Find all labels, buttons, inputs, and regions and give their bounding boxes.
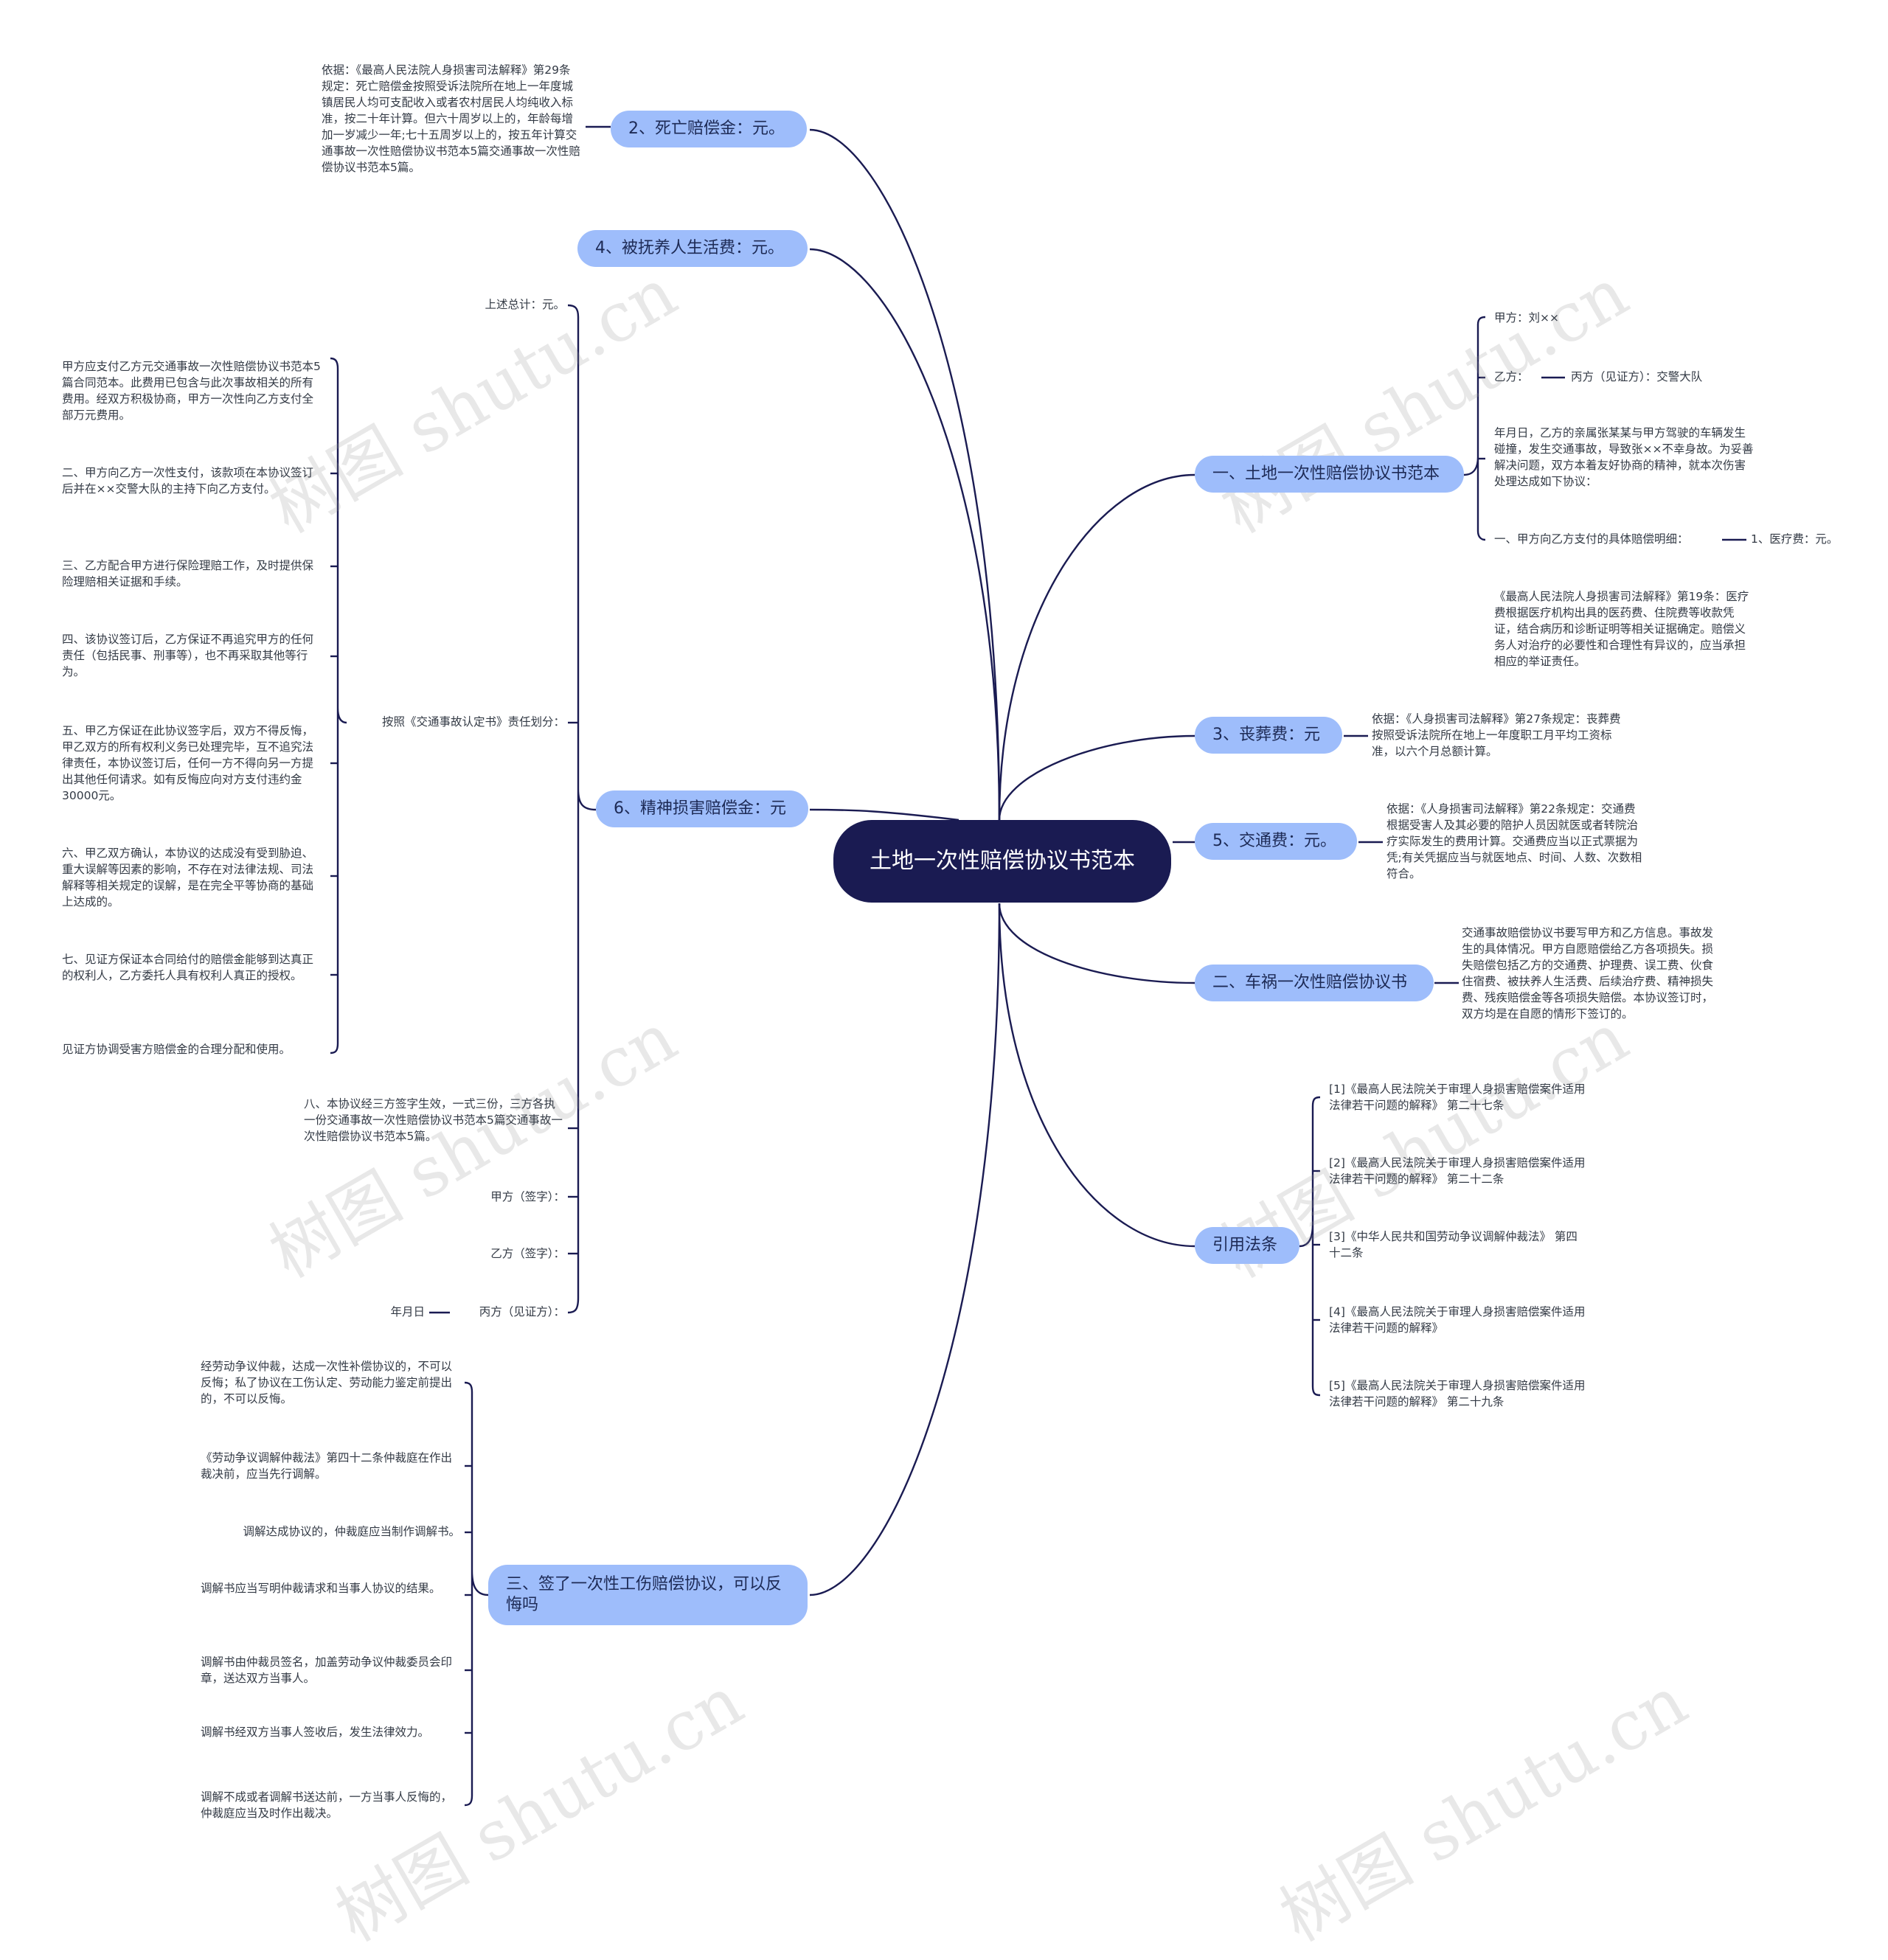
party-a-signature: 甲方（签字）：: [490, 1190, 565, 1203]
branch-work-injury-regret[interactable]: 三、签了一次性工伤赔偿协议，可以反悔吗: [488, 1565, 808, 1625]
work-injury-item: 调解书由仲裁员签名，加盖劳动争议仲裁委员会印章，送达双方当事人。: [201, 1655, 453, 1685]
link-root-byi: [998, 473, 1195, 821]
transport-note: 依据：《人身损害司法解释》第22条规定：交通费根据受害人及其必要的陪护人员因就医…: [1386, 802, 1642, 880]
root-node[interactable]: 土地一次性赔偿协议书范本: [833, 820, 1171, 903]
article-eight: 八、本协议经三方签字生效，一式三份，三方各执一份交通事故一次性赔偿协议书范本5篇…: [304, 1097, 563, 1143]
link-b6-bracket: [567, 304, 597, 1314]
total-line: 上述总计：元。: [485, 298, 565, 311]
resp-item: 五、甲乙方保证在此协议签字后，双方不得反悔，甲乙双方的所有权利义务已处理完毕，互…: [62, 724, 314, 802]
branch-dependent-living[interactable]: 4、被抚养人生活费：元。: [577, 230, 808, 267]
link-root-b4: [809, 248, 1001, 821]
link-root-b2: [809, 128, 1001, 821]
link-root-b6: [809, 808, 959, 821]
responsibility-division: 按照《交通事故认定书》责任划分：: [381, 715, 565, 729]
connector-lines: [330, 125, 1746, 1807]
branch-cited-laws[interactable]: 引用法条: [1195, 1227, 1299, 1264]
resp-item: 四、该协议签订后，乙方保证不再追究甲方的任何责任（包括民事、刑事等），也不再采取…: [62, 633, 314, 678]
link-root-b3: [998, 734, 1195, 821]
cited-law-item: [2]《最高人民法院关于审理人身损害赔偿案件适用法律若干问题的解释》 第二十二条: [1329, 1156, 1586, 1186]
cited-law-item: [1]《最高人民法院关于审理人身损害赔偿案件适用法律若干问题的解释》 第二十七条: [1329, 1082, 1586, 1112]
link-root-bref: [998, 903, 1195, 1248]
cited-law-item: [5]《最高人民法院关于审理人身损害赔偿案件适用法律若干问题的解释》 第二十九条: [1329, 1379, 1586, 1408]
branch-funeral[interactable]: 3、丧葬费：元: [1195, 717, 1342, 754]
link-byi-bracket: [1463, 316, 1486, 541]
medical-fee: 1、医疗费：元。: [1751, 532, 1839, 546]
branch-land-agreement[interactable]: 一、土地一次性赔偿协议书范本: [1195, 456, 1464, 493]
party-b-name: 乙方：: [1494, 370, 1529, 383]
resp-item: 六、甲乙双方确认，本协议的达成没有受到胁迫、重大误解等因素的影响，不存在对法律法…: [62, 847, 314, 908]
car-accident-note: 交通事故赔偿协议书要写甲方和乙方信息。事故发生的具体情况。甲方自愿赔偿给乙方各项…: [1462, 926, 1714, 1021]
party-a-name: 甲方：刘××: [1494, 311, 1559, 324]
branch-transport[interactable]: 5、交通费：元。: [1195, 823, 1357, 860]
resp-item: 甲方应支付乙方元交通事故一次性赔偿协议书范本5篇合同范本。此费用已包含与此次事故…: [62, 360, 321, 422]
accident-description: 年月日，乙方的亲属张某某与甲方驾驶的车辆发生碰撞，发生交通事故，导致张××不幸身…: [1494, 426, 1754, 488]
link-bsan-bracket: [464, 1381, 489, 1807]
link-b6-resp-bracket: [330, 357, 347, 1054]
work-injury-item: 《劳动争议调解仲裁法》第四十二条仲裁庭在作出裁决前，应当先行调解。: [201, 1451, 453, 1481]
link-root-ber: [998, 903, 1195, 984]
date-line: 年月日: [390, 1305, 425, 1318]
resp-item: 七、见证方保证本合同给付的赔偿金能够到达真正的权利人，乙方委托人具有权利人真正的…: [62, 953, 314, 982]
branch-death-compensation[interactable]: 2、死亡赔偿金：元。: [611, 111, 807, 147]
resp-item: 见证方协调受害方赔偿金的合理分配和使用。: [62, 1043, 291, 1056]
work-injury-item: 调解书经双方当事人签收后，发生法律效力。: [201, 1726, 430, 1739]
death-compensation-note: 依据：《最高人民法院人身损害司法解释》第29条规定：死亡赔偿金按照受诉法院所在地…: [322, 63, 580, 174]
work-injury-item: 调解不成或者调解书送达前，一方当事人反悔的，仲裁庭应当及时作出裁决。: [201, 1790, 453, 1820]
branch-car-accident[interactable]: 二、车祸一次性赔偿协议书: [1195, 965, 1434, 1001]
work-injury-item: 调解达成协议的，仲裁庭应当制作调解书。: [243, 1525, 460, 1538]
resp-item: 三、乙方配合甲方进行保险理赔工作，及时提供保险理赔相关证据和手续。: [62, 559, 314, 588]
cited-law-item: [3]《中华人民共和国劳动争议调解仲裁法》 第四十二条: [1329, 1230, 1578, 1259]
work-injury-item: 经劳动争议仲裁，达成一次性补偿协议的，不可以反悔；私了协议在工伤认定、劳动能力鉴…: [201, 1360, 453, 1405]
party-c-name: 丙方（见证方）：交警大队: [1571, 370, 1703, 383]
resp-item: 二、甲方向乙方一次性支付，该款项在本协议签订后并在××交警大队的主持下向乙方支付…: [62, 466, 314, 496]
cited-law-item: [4]《最高人民法院关于审理人身损害赔偿案件适用法律若干问题的解释》: [1329, 1305, 1586, 1335]
compensation-detail: 一、甲方向乙方支付的具体赔偿明细：: [1494, 532, 1689, 546]
party-c-signature: 丙方（见证方）：: [479, 1305, 565, 1318]
link-bref-bracket: [1299, 1096, 1321, 1397]
branch-mental-damage[interactable]: 6、精神损害赔偿金：元: [596, 790, 808, 827]
party-b-signature: 乙方（签字）：: [490, 1247, 565, 1260]
link-root-bsan: [809, 903, 1001, 1596]
funeral-note: 依据：《人身损害司法解释》第27条规定：丧葬费按照受诉法院所在地上一年度职工月平…: [1372, 712, 1621, 758]
medical-law-note: 《最高人民法院人身损害司法解释》第19条：医疗费根据医疗机构出具的医药费、住院费…: [1494, 590, 1749, 668]
work-injury-item: 调解书应当写明仲裁请求和当事人协议的结果。: [201, 1582, 441, 1595]
